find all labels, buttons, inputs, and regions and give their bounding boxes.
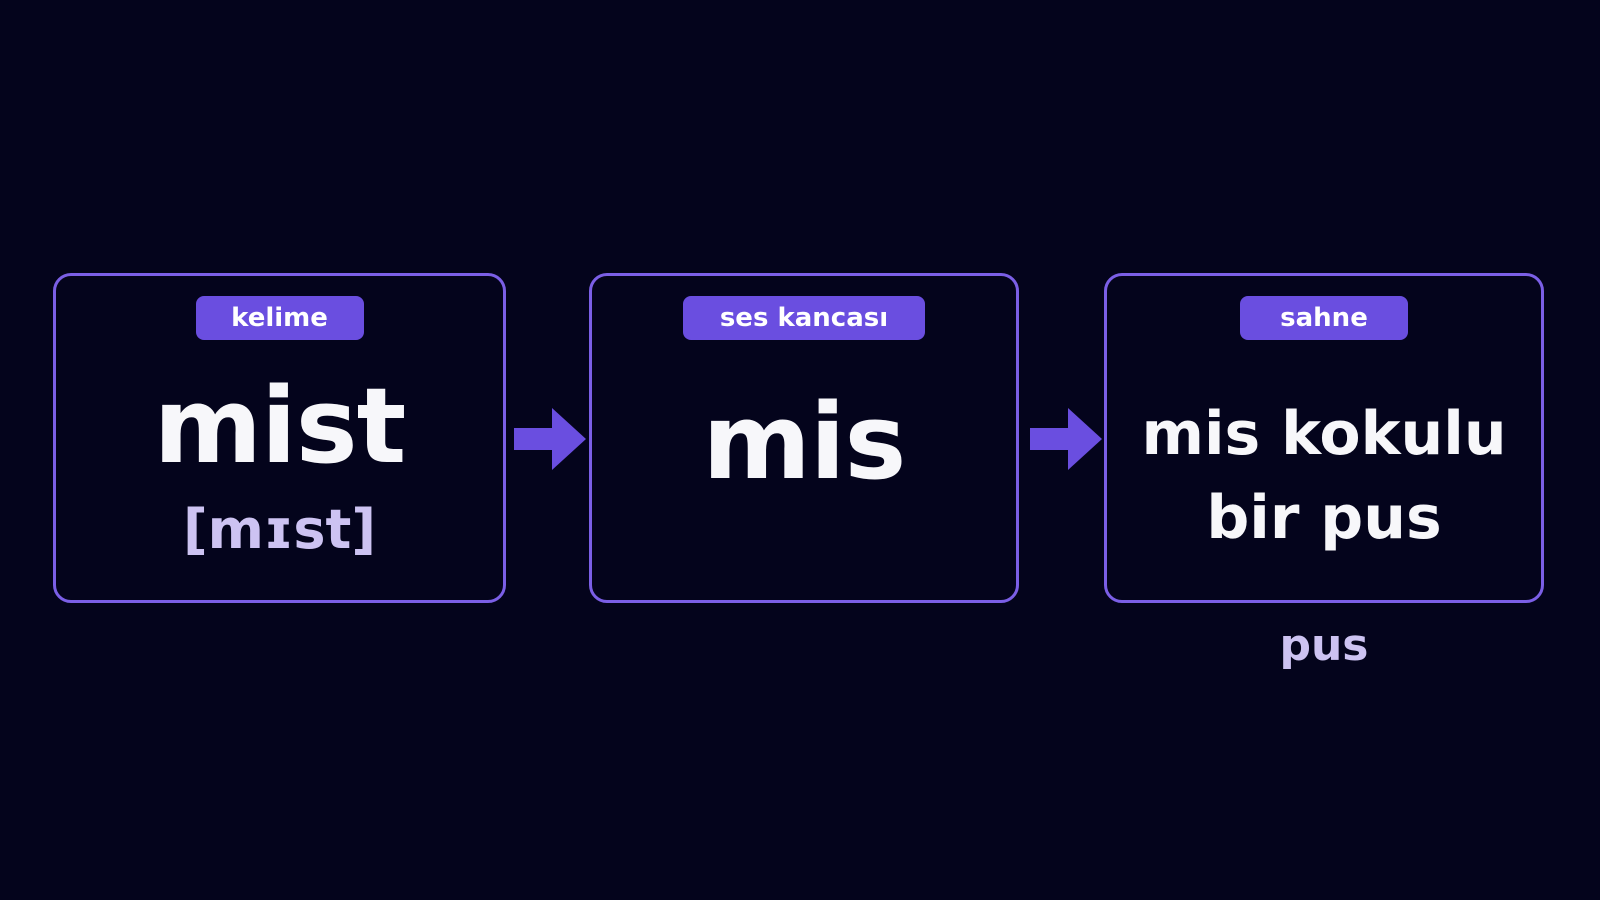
scene-line: bir pus [1206, 483, 1442, 553]
scene-text: mis kokulu bir pus [1107, 392, 1541, 560]
arrow-right-icon [1030, 408, 1102, 470]
scene-line: mis kokulu [1141, 399, 1507, 469]
word-badge: kelime [195, 296, 364, 340]
arrow-right-icon [514, 408, 586, 470]
sound-hook-badge: ses kancası [683, 296, 925, 340]
scene-caption: pus [1279, 620, 1369, 671]
sound-hook-text: mis [702, 381, 907, 503]
scene-card: sahne mis kokulu bir pus [1104, 273, 1544, 603]
sound-hook-card: ses kancası mis [589, 273, 1019, 603]
word-card: kelime mist [mɪst] [53, 273, 506, 603]
scene-badge: sahne [1240, 296, 1408, 340]
word-text: mist [153, 365, 407, 487]
pronunciation-text: [mɪst] [182, 498, 377, 561]
